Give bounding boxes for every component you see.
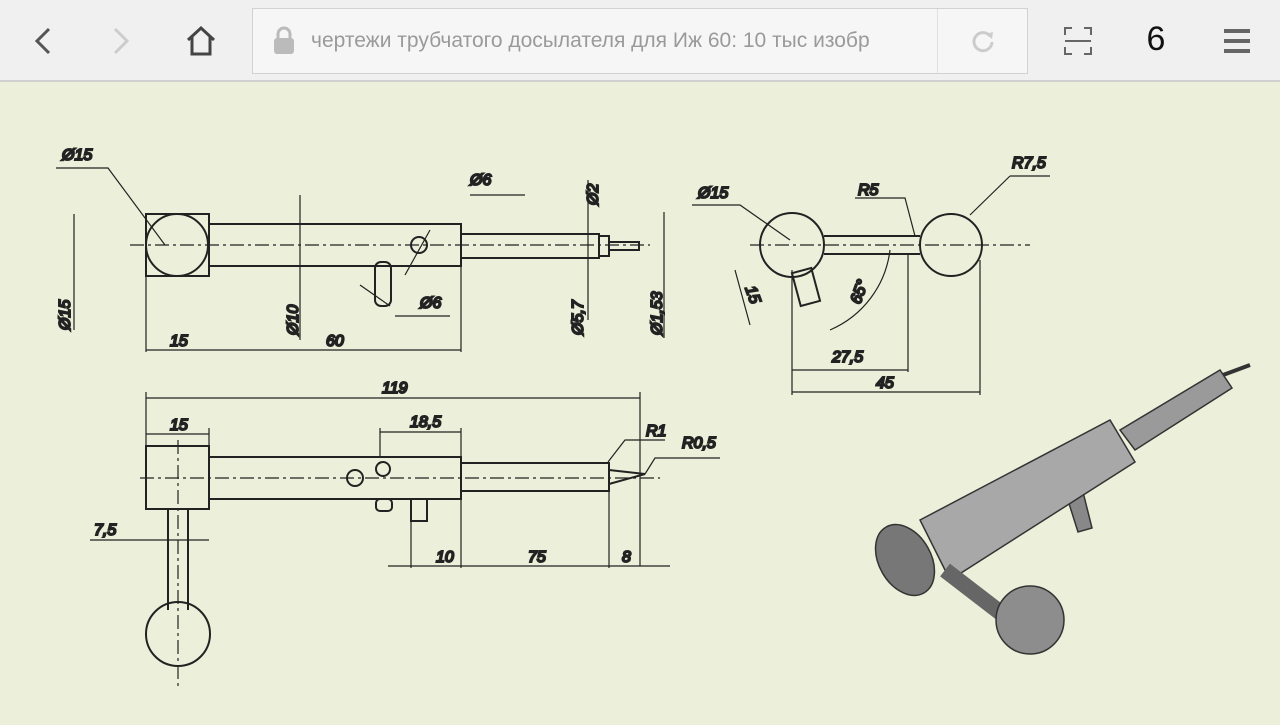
fullscreen-icon — [1064, 27, 1092, 55]
dim-label: Ø6 — [469, 172, 491, 189]
dim-label: 119 — [382, 380, 408, 397]
chevron-left-icon — [34, 27, 51, 55]
dim-label: 60 — [326, 333, 344, 350]
menu-button[interactable] — [1212, 16, 1262, 66]
dim-label: Ø10 — [285, 305, 302, 336]
technical-drawing: Ø15 Ø6 Ø2 Ø6 Ø15 Ø10 15 60 Ø5,7 Ø1,53 Ø1… — [56, 146, 1251, 690]
dim-label: Ø1,53 — [649, 291, 666, 336]
dim-label: 7,5 — [94, 522, 116, 539]
dim-label: R0,5 — [682, 435, 716, 452]
dim-label: R5 — [858, 182, 879, 199]
front-view — [90, 392, 720, 690]
top-view — [56, 167, 665, 352]
reload-button[interactable] — [937, 9, 1027, 73]
lock-icon — [274, 26, 294, 54]
url-text: чертежи трубчатого досылателя для Иж 60:… — [311, 29, 870, 52]
dim-label: Ø15 — [61, 147, 92, 164]
hamburger-menu-icon — [1224, 29, 1250, 53]
dim-label: Ø6 — [419, 295, 441, 312]
page-image: Ø15 Ø6 Ø2 Ø6 Ø15 Ø10 15 60 Ø5,7 Ø1,53 Ø1… — [0, 84, 1280, 720]
dim-label: 10 — [436, 549, 454, 566]
dim-label: Ø5,7 — [570, 299, 587, 336]
dim-label: Ø2 — [585, 184, 602, 206]
browser-toolbar: чертежи трубчатого досылателя для Иж 60:… — [0, 0, 1280, 82]
chevron-right-icon — [113, 27, 130, 55]
forward-button[interactable] — [96, 16, 146, 66]
address-bar[interactable]: чертежи трубчатого досылателя для Иж 60:… — [252, 8, 1028, 74]
dim-label: 75 — [528, 549, 546, 566]
dim-label: 8 — [622, 549, 631, 566]
dim-label: 15 — [170, 333, 188, 350]
dim-label: 45 — [876, 375, 894, 392]
dim-label: 65° — [848, 277, 872, 306]
home-icon — [186, 25, 216, 56]
dim-label: 18,5 — [410, 414, 441, 431]
end-view — [692, 175, 1050, 395]
dim-label: Ø15 — [57, 300, 74, 331]
dim-label: 27,5 — [831, 349, 863, 366]
dim-label: R1 — [646, 423, 666, 440]
3d-render — [874, 363, 1251, 655]
tab-count-button[interactable]: 6 — [1146, 20, 1166, 58]
dim-label: 15 — [170, 417, 188, 434]
reload-icon — [972, 31, 993, 53]
dim-label: Ø15 — [697, 185, 728, 202]
fullscreen-button[interactable] — [1053, 16, 1103, 66]
back-button[interactable] — [18, 16, 68, 66]
home-button[interactable] — [176, 16, 226, 66]
dim-label: R7,5 — [1012, 155, 1046, 172]
